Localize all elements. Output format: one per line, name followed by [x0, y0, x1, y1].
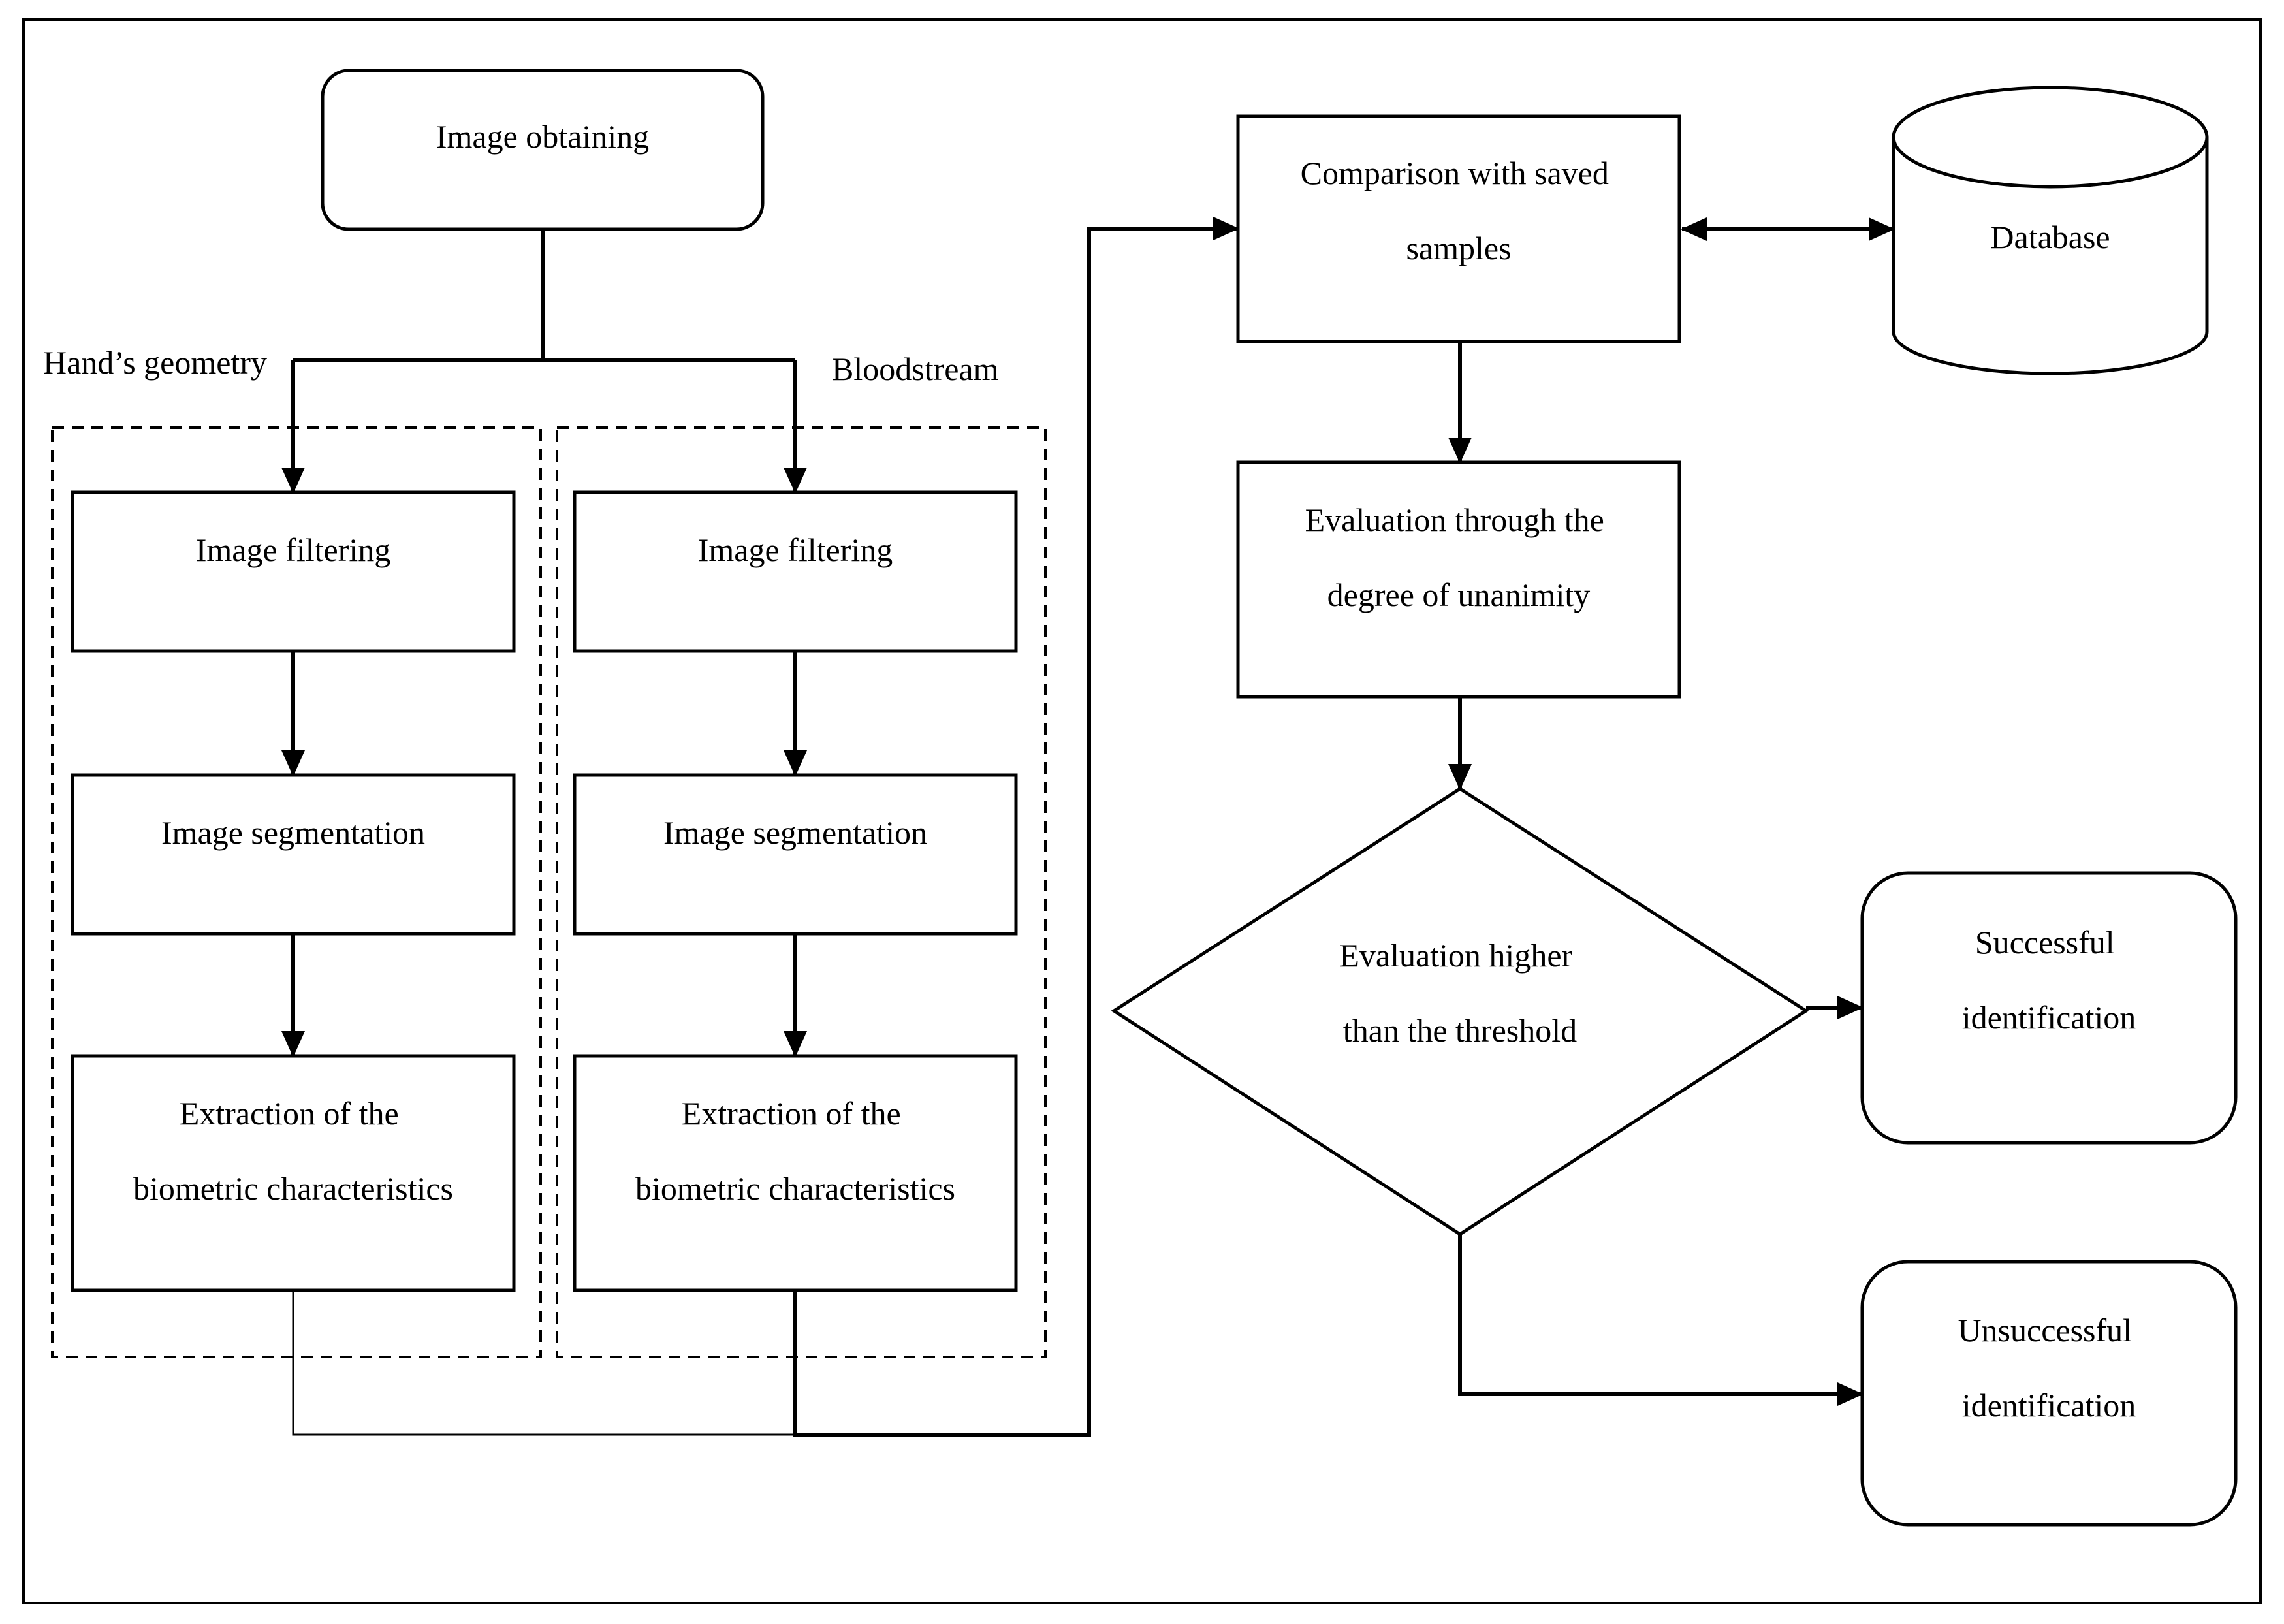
svg-text:Image segmentation: Image segmentation — [161, 814, 425, 851]
node-label-line: Evaluation higher — [1339, 937, 1572, 974]
node-label-line: Image segmentation — [663, 814, 927, 851]
node-label-line: identification — [1962, 999, 2136, 1036]
node-label-line: Evaluation through the — [1305, 502, 1604, 538]
svg-text:Image obtaining: Image obtaining — [436, 118, 649, 155]
hands-geometry-label: Hand’s geometry — [43, 344, 267, 381]
node-label-line: biometric characteristics — [635, 1170, 955, 1207]
svg-text:Image filtering: Image filtering — [196, 532, 391, 568]
svg-text:Evaluation higher than t: Evaluation higher than the threshold — [1339, 937, 1580, 1049]
bloodstream-group — [556, 426, 1047, 1358]
node-label-line: Image filtering — [196, 532, 391, 568]
node-decision-threshold: Evaluation higher than the threshold — [1111, 787, 1809, 1236]
node-label-line: samples — [1406, 230, 1511, 266]
node-hand-image-segmentation: Image segmentation — [71, 773, 516, 936]
node-label-line: Extraction of the — [682, 1095, 901, 1132]
svg-text:Extraction of the biomet: Extraction of the biometric characterist… — [133, 1095, 453, 1207]
svg-text:Unsuccessful identificat: Unsuccessful identification — [1958, 1312, 2140, 1424]
node-hand-extraction: Extraction of the biometric characterist… — [71, 1054, 516, 1292]
node-hand-image-filtering: Image filtering — [71, 490, 516, 653]
node-database: Database — [1892, 86, 2209, 375]
node-label-line: than the threshold — [1343, 1012, 1577, 1049]
node-label-line: Unsuccessful — [1958, 1312, 2132, 1348]
node-evaluation-unanimity: Evaluation through the degree of unanimi… — [1236, 460, 1681, 699]
node-label-line: biometric characteristics — [133, 1170, 453, 1207]
svg-text:Image segmentation: Image segmentation — [663, 814, 927, 851]
connector-blood-extract-to-comparison — [793, 217, 1239, 1437]
connectors — [281, 217, 1895, 1437]
node-comparison: Comparison with saved samples — [1236, 114, 1681, 343]
node-label-line: identification — [1962, 1387, 2136, 1424]
node-image-obtaining: Image obtaining — [321, 69, 765, 231]
arrow-decision-to-failure — [1458, 1234, 1864, 1406]
node-unsuccessful-identification: Unsuccessful identification — [1860, 1260, 2238, 1527]
node-label-line: Extraction of the — [180, 1095, 399, 1132]
node-label-line: Comparison with saved — [1301, 155, 1609, 191]
outer-frame — [22, 18, 2262, 1604]
node-label-line: Image obtaining — [436, 118, 649, 155]
node-blood-extraction: Extraction of the biometric characterist… — [573, 1054, 1018, 1292]
svg-text:Database: Database — [1990, 219, 2110, 255]
svg-text:Successful identificatio: Successful identification — [1962, 924, 2136, 1036]
connector-hand-extract-to-merge — [292, 1290, 795, 1436]
svg-text:Comparison with saved sa: Comparison with saved samples — [1301, 155, 1617, 266]
node-label-line: Image segmentation — [161, 814, 425, 851]
svg-text:Evaluation through the d: Evaluation through the degree of unanimi… — [1305, 502, 1613, 613]
bloodstream-label: Bloodstream — [832, 351, 999, 387]
node-label-line: degree of unanimity — [1327, 577, 1591, 613]
node-blood-image-segmentation: Image segmentation — [573, 773, 1018, 936]
hands-geometry-group — [51, 426, 542, 1358]
node-successful-identification: Successful identification — [1860, 871, 2238, 1145]
node-label-line: Image filtering — [698, 532, 893, 568]
node-label-line: Database — [1990, 219, 2110, 255]
svg-text:Extraction of the biomet: Extraction of the biometric characterist… — [635, 1095, 955, 1207]
node-blood-image-filtering: Image filtering — [573, 490, 1018, 653]
node-label-line: Successful — [1975, 924, 2115, 961]
svg-text:Image filtering: Image filtering — [698, 532, 893, 568]
